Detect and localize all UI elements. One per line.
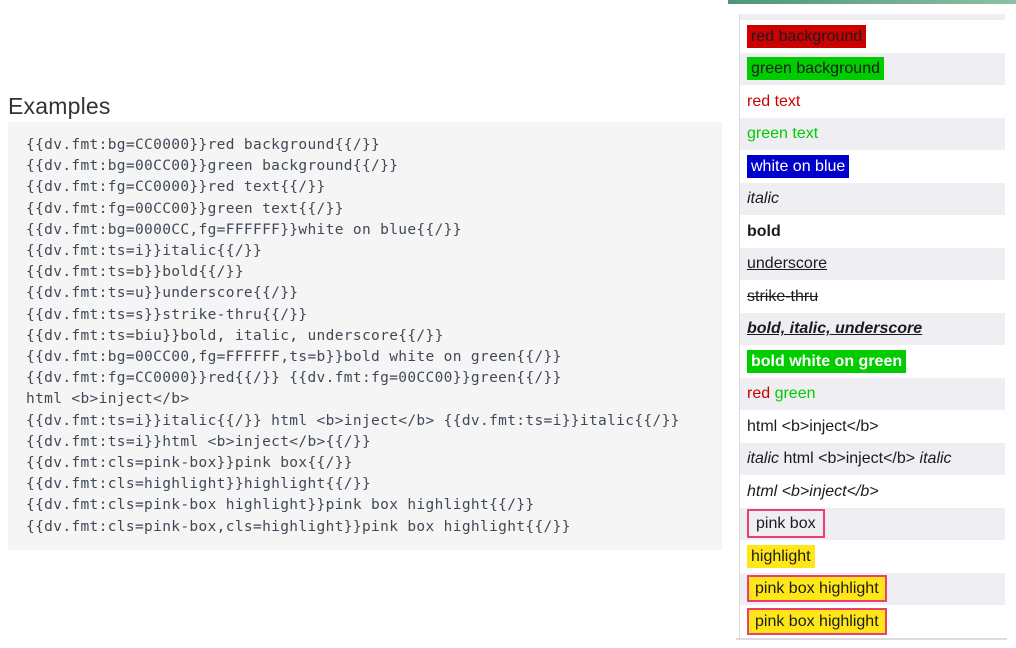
- output-segment: red: [747, 385, 771, 403]
- output-segment: green background: [747, 57, 884, 81]
- output-segment: html <b>inject</b>: [747, 482, 879, 500]
- output-segment: green text: [747, 125, 819, 143]
- rendered-output-panel: red background green background red text gr…: [739, 14, 1006, 640]
- output-segment: html <b>inject</b>: [779, 450, 920, 468]
- output-segment: bold, italic, underscore: [747, 320, 923, 338]
- code-example-block: {{dv.fmt:bg=CC0000}}red background{{/}} …: [8, 122, 722, 550]
- panel-bottom-rule: [736, 638, 1007, 640]
- output-row-pink-box-highlight-2: pink box highlight: [740, 605, 1005, 638]
- code-block-pre: {{dv.fmt:bg=CC0000}}red background{{/}} …: [26, 137, 680, 535]
- output-segment: pink box highlight: [747, 575, 887, 603]
- output-segment: underscore: [747, 255, 828, 273]
- output-segment: red text: [747, 92, 801, 110]
- output-segment: red background: [747, 24, 867, 48]
- output-row-html-inject: html <b>inject</b>: [740, 410, 1005, 443]
- output-row-pink-box: pink box: [740, 507, 1005, 540]
- output-row-html-inject-italic: html <b>inject</b>: [740, 475, 1005, 508]
- output-segment: bold white on green: [747, 349, 907, 373]
- output-rows: red background green background red text gr…: [740, 20, 1006, 638]
- output-row-green-background: green background: [740, 52, 1005, 85]
- output-segment: italic: [747, 190, 780, 208]
- partial-row-stripe: [740, 14, 1005, 20]
- output-segment: green: [774, 385, 816, 403]
- output-row-italic: italic: [740, 182, 1005, 215]
- output-segment: strike-thru: [747, 287, 819, 305]
- output-segment: pink box highlight: [747, 607, 887, 635]
- output-row-white-on-blue: white on blue: [740, 150, 1005, 183]
- output-segment: italic: [919, 450, 952, 468]
- output-segment: bold: [747, 222, 781, 240]
- page-title: Examples: [8, 93, 111, 120]
- output-row-italic-html-inject-italic: italic html <b>inject</b> italic: [740, 442, 1005, 475]
- output-segment: white on blue: [747, 154, 850, 178]
- output-row-red-text: red text: [740, 85, 1005, 118]
- output-segment: html <b>inject</b>: [747, 417, 879, 435]
- output-segment: pink box: [747, 509, 825, 539]
- output-row-bold-italic-underscore: bold, italic, underscore: [740, 312, 1005, 345]
- output-row-pink-box-highlight-1: pink box highlight: [740, 572, 1005, 605]
- output-row-bold: bold: [740, 215, 1005, 248]
- accent-bar: [728, 0, 1016, 4]
- output-row-bold-white-on-green: bold white on green: [740, 345, 1005, 378]
- output-row-underscore: underscore: [740, 247, 1005, 280]
- output-row-red-background: red background: [740, 20, 1005, 53]
- output-row-strike-thru: strike-thru: [740, 280, 1005, 313]
- output-row-red-green: red green: [740, 377, 1005, 410]
- output-row-green-text: green text: [740, 117, 1005, 150]
- output-segment: highlight: [747, 544, 815, 568]
- output-row-highlight: highlight: [740, 540, 1005, 573]
- output-segment: italic: [747, 450, 780, 468]
